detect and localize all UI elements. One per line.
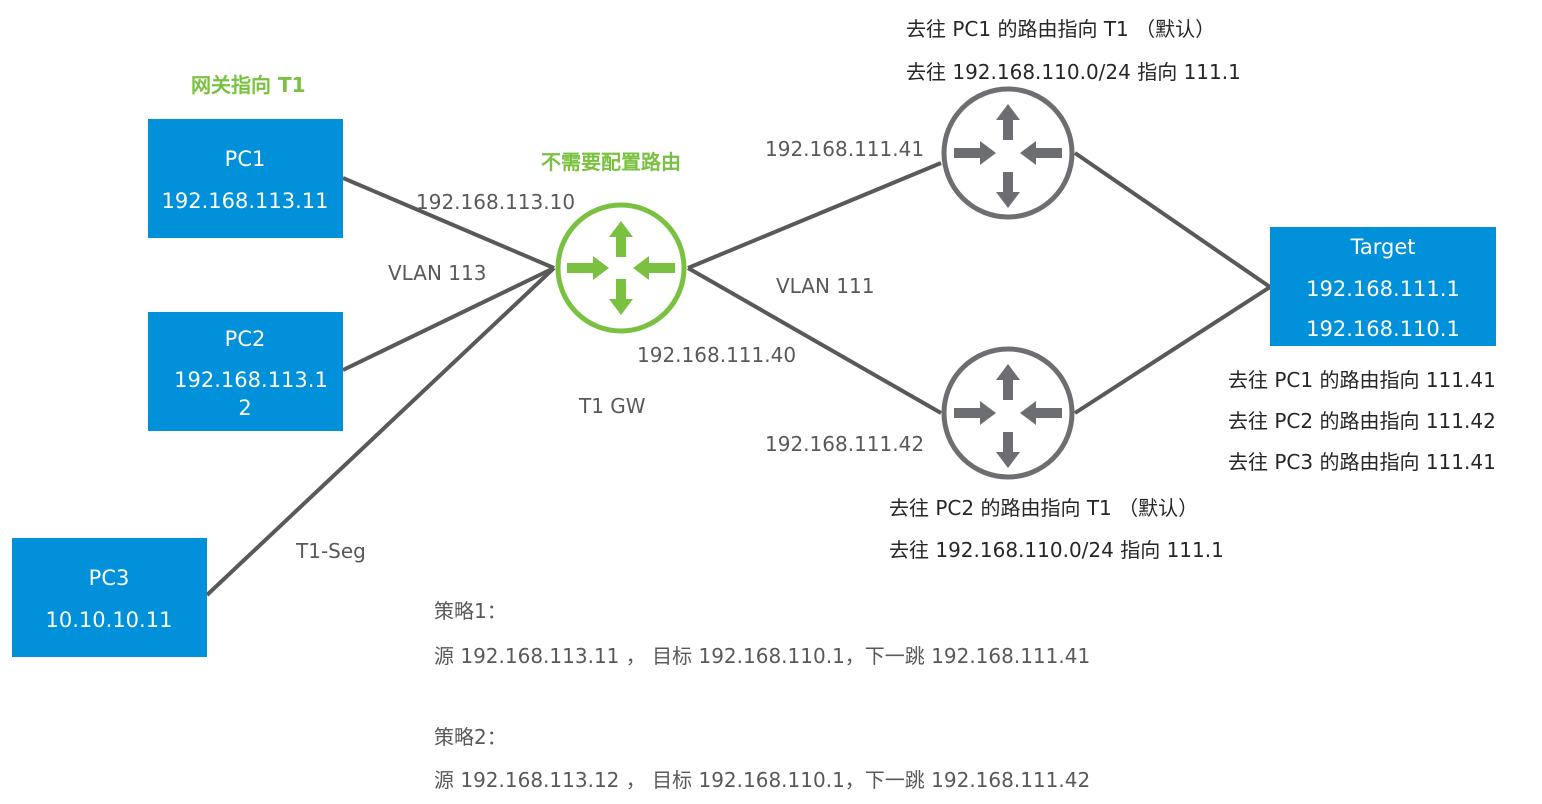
pc1-node: PC1 192.168.113.11 (148, 119, 343, 238)
pc2-node: PC2 192.168.113.1 2 (148, 312, 343, 431)
pc2-name: PC2 (225, 327, 266, 351)
policy1-rule: 源 192.168.113.11 ， 目标 192.168.110.1，下一跳 … (434, 644, 1090, 668)
router2-route-1: 去往 PC2 的路由指向 T1 （默认） (889, 496, 1198, 520)
pc3-node: PC3 10.10.10.11 (12, 538, 207, 657)
link-r1-target (1073, 151, 1272, 289)
pc1-ip: 192.168.113.11 (162, 189, 329, 213)
pc3-ip: 10.10.10.11 (46, 608, 173, 632)
policy2-rule: 源 192.168.113.12 ， 目标 192.168.110.1，下一跳 … (434, 768, 1090, 792)
pc3-name: PC3 (89, 566, 130, 590)
t1-router-icon (555, 202, 687, 334)
link-pc2-t1 (342, 266, 555, 372)
router2-ip: 192.168.111.42 (765, 432, 924, 456)
router1-route-2: 去往 192.168.110.0/24 指向 111.1 (906, 60, 1241, 84)
gateway-note: 网关指向 T1 (191, 73, 306, 97)
link-pc1-t1 (342, 176, 555, 270)
policy2-title: 策略2： (434, 725, 507, 749)
router1-route-1: 去往 PC1 的路由指向 T1 （默认） (906, 17, 1215, 41)
target-ip2: 192.168.110.1 (1306, 317, 1460, 341)
policy1-title: 策略1： (434, 599, 507, 623)
router2-route-2: 去往 192.168.110.0/24 指向 111.1 (889, 538, 1224, 562)
vlan111-label: VLAN 111 (776, 274, 874, 298)
pc2-ip-line1: 192.168.113.1 (174, 368, 328, 392)
router1-ip: 192.168.111.41 (765, 137, 924, 161)
link-t1-r1 (687, 161, 942, 270)
target-name: Target (1350, 235, 1416, 259)
target-route-2: 去往 PC2 的路由指向 111.42 (1228, 409, 1496, 433)
t1-uplink-ip: 192.168.111.40 (637, 343, 796, 367)
pc2-ip-line2: 2 (238, 396, 251, 420)
router2-icon (941, 346, 1075, 480)
pc1-name: PC1 (225, 147, 266, 171)
link-pc3-t1 (205, 266, 556, 597)
target-route-3: 去往 PC3 的路由指向 111.41 (1228, 450, 1496, 474)
t1-downlink-ip: 192.168.113.10 (416, 190, 575, 214)
vlan113-label: VLAN 113 (388, 261, 486, 285)
target-route-1: 去往 PC1 的路由指向 111.41 (1228, 368, 1496, 392)
link-t1-r2 (687, 266, 942, 415)
t1-seg-label: T1-Seg (295, 539, 366, 563)
router1-icon (941, 86, 1075, 220)
no-route-note: 不需要配置路由 (541, 150, 681, 174)
target-ip1: 192.168.111.1 (1306, 277, 1460, 301)
t1-gw-label: T1 GW (578, 394, 646, 418)
link-r2-target (1073, 285, 1272, 415)
target-node: Target 192.168.111.1 192.168.110.1 (1270, 227, 1496, 346)
